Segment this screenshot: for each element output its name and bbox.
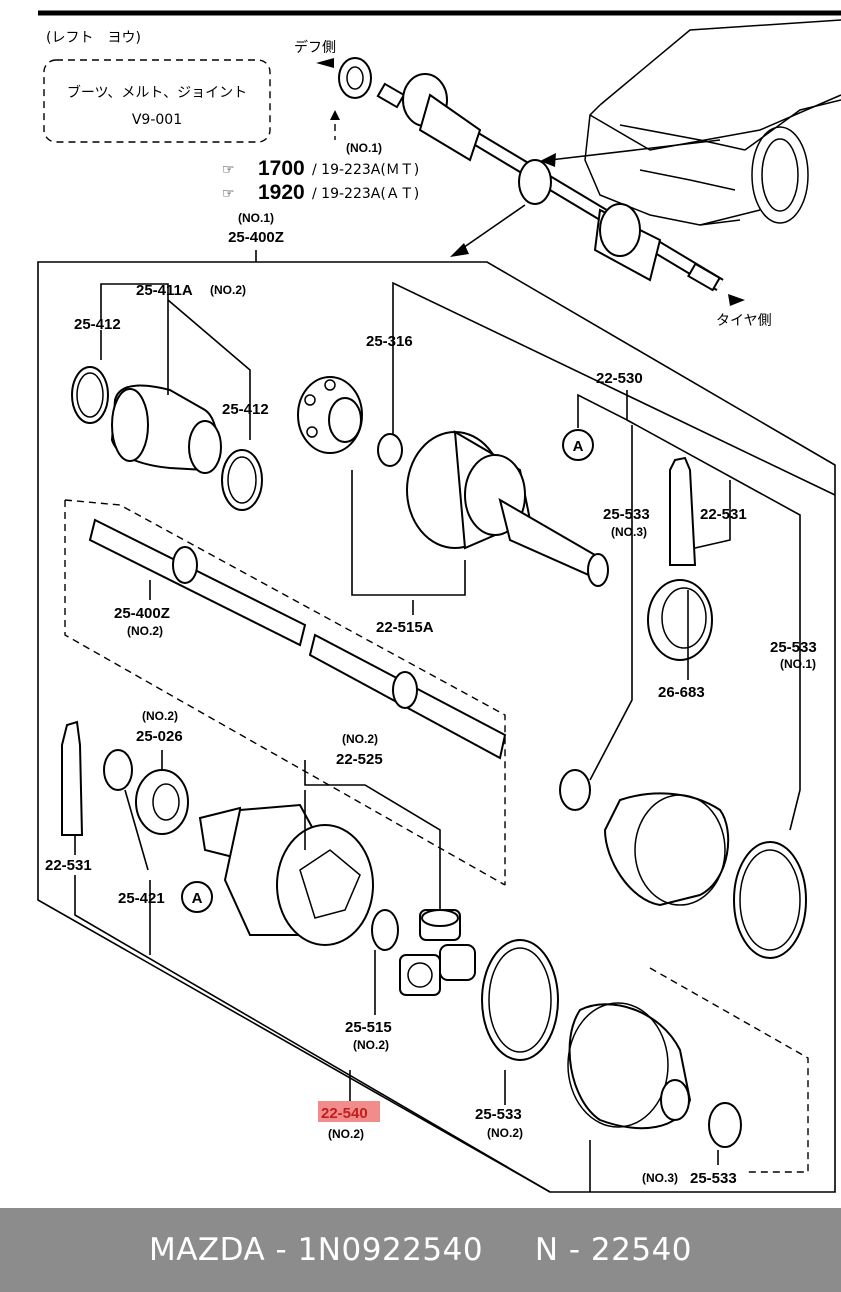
shaft-25-400Z bbox=[88, 518, 307, 647]
highlight-22-540 bbox=[318, 1101, 380, 1122]
marker-a-upper-text: A bbox=[573, 438, 584, 455]
label-25-316: 25-316 bbox=[366, 333, 413, 350]
label-25-026: 25-026 bbox=[136, 728, 183, 745]
grease-tube-22-531-lower bbox=[61, 720, 84, 836]
clamp-25-533-no3 bbox=[708, 1102, 742, 1148]
hand-icon-2: ☞ bbox=[222, 186, 235, 202]
label-25-411A: 25-411A bbox=[136, 282, 193, 299]
pointer-arrowhead bbox=[540, 153, 556, 167]
ref2-text: / 19-223A(ＡＴ) bbox=[312, 186, 419, 202]
pointer-line bbox=[549, 139, 721, 161]
label-25-533-right-no: (NO.1) bbox=[780, 657, 816, 671]
label-22-531-lower: 22-531 bbox=[45, 857, 92, 874]
ref1-number: 1700 bbox=[258, 157, 305, 180]
note-line2: V9-001 bbox=[132, 112, 182, 128]
label-22-525: 22-525 bbox=[336, 751, 383, 768]
boot-upper-right bbox=[603, 792, 730, 907]
label-25-421: 25-421 bbox=[118, 890, 165, 907]
grease-tube-22-531-upper bbox=[669, 456, 697, 566]
label-25-533-right: 25-533 bbox=[770, 639, 817, 656]
snap-ring-25-515 bbox=[371, 909, 399, 951]
clamp-25-533-no1 bbox=[733, 841, 807, 959]
label-22-515A: 22-515A bbox=[376, 619, 434, 636]
label-25-412-right: 25-412 bbox=[222, 401, 269, 418]
car-illustration bbox=[584, 19, 841, 226]
label-22-540-no: (NO.2) bbox=[328, 1127, 364, 1141]
clamp-25-533-no2 bbox=[481, 939, 559, 1061]
marker-a-upper bbox=[562, 429, 594, 461]
label-25-400Z: 25-400Z bbox=[114, 605, 170, 622]
leader-lines bbox=[74, 281, 836, 1193]
assembly-no: (NO.1) bbox=[238, 211, 274, 225]
seal-26-683 bbox=[647, 579, 713, 661]
label-25-533-upper: 25-533 bbox=[603, 506, 650, 523]
ring-25-421 bbox=[103, 749, 133, 791]
boot-lower bbox=[568, 1003, 692, 1130]
diff-side-label: デフ側 bbox=[294, 39, 336, 56]
diff-side-arrow bbox=[316, 58, 334, 68]
label-25-533-lower: 25-533 bbox=[475, 1106, 522, 1123]
parts-diagram: (レフト ヨウ) ブーツ、メルト、ジョイント V9-001 デフ側 タイヤ側 bbox=[37, 10, 841, 1193]
label-25-533-bottom-no: (NO.3) bbox=[642, 1171, 678, 1185]
tire-side-label: タイヤ側 bbox=[716, 313, 772, 329]
label-25-533-bottom: 25-533 bbox=[690, 1170, 737, 1187]
label-22-525-no: (NO.2) bbox=[342, 732, 378, 746]
label-25-026-no: (NO.2) bbox=[142, 709, 178, 723]
tripod-22-540 bbox=[399, 909, 476, 996]
assembly-frame bbox=[37, 261, 836, 1193]
marker-a-lower bbox=[181, 881, 213, 913]
label-25-412-left: 25-412 bbox=[74, 316, 121, 333]
label-25-533-upper-no: (NO.3) bbox=[611, 525, 647, 539]
clamp-25-412-left bbox=[71, 366, 109, 424]
footer-part-number: MAZDA - 1N0922540 N - 22540 bbox=[148, 1232, 693, 1268]
ref1-text: / 19-223A(ＭＴ) bbox=[312, 162, 419, 178]
label-25-515: 25-515 bbox=[345, 1019, 392, 1036]
note-box bbox=[43, 59, 271, 143]
label-22-530: 22-530 bbox=[596, 370, 643, 387]
clamp-small-upper-right bbox=[559, 769, 591, 811]
snap-ring bbox=[377, 433, 403, 467]
footer-bar: MAZDA - 1N0922540 N - 22540 bbox=[0, 1208, 841, 1292]
tire-side-arrow bbox=[728, 294, 745, 306]
side-label: (レフト ヨウ) bbox=[46, 30, 141, 46]
label-25-411A-no: (NO.2) bbox=[210, 283, 246, 297]
no1-label: (NO.1) bbox=[346, 141, 382, 155]
label-25-400Z-no: (NO.2) bbox=[127, 624, 163, 638]
explode-arrow bbox=[459, 204, 526, 251]
hand-icon: ☞ bbox=[222, 162, 235, 178]
label-25-515-no: (NO.2) bbox=[353, 1038, 389, 1052]
ref2-number: 1920 bbox=[258, 181, 305, 204]
note-line1: ブーツ、メルト、ジョイント bbox=[67, 84, 247, 101]
bearing-25-026 bbox=[135, 769, 189, 835]
assembly-label: 25-400Z bbox=[228, 229, 284, 246]
label-22-540: 22-540 bbox=[321, 1105, 368, 1122]
label-22-531-upper: 22-531 bbox=[700, 506, 747, 523]
label-25-533-lower-no: (NO.2) bbox=[487, 1126, 523, 1140]
marker-a-lower-text: A bbox=[192, 890, 203, 907]
driveshaft-overview bbox=[338, 57, 724, 292]
label-26-683: 26-683 bbox=[658, 684, 705, 701]
